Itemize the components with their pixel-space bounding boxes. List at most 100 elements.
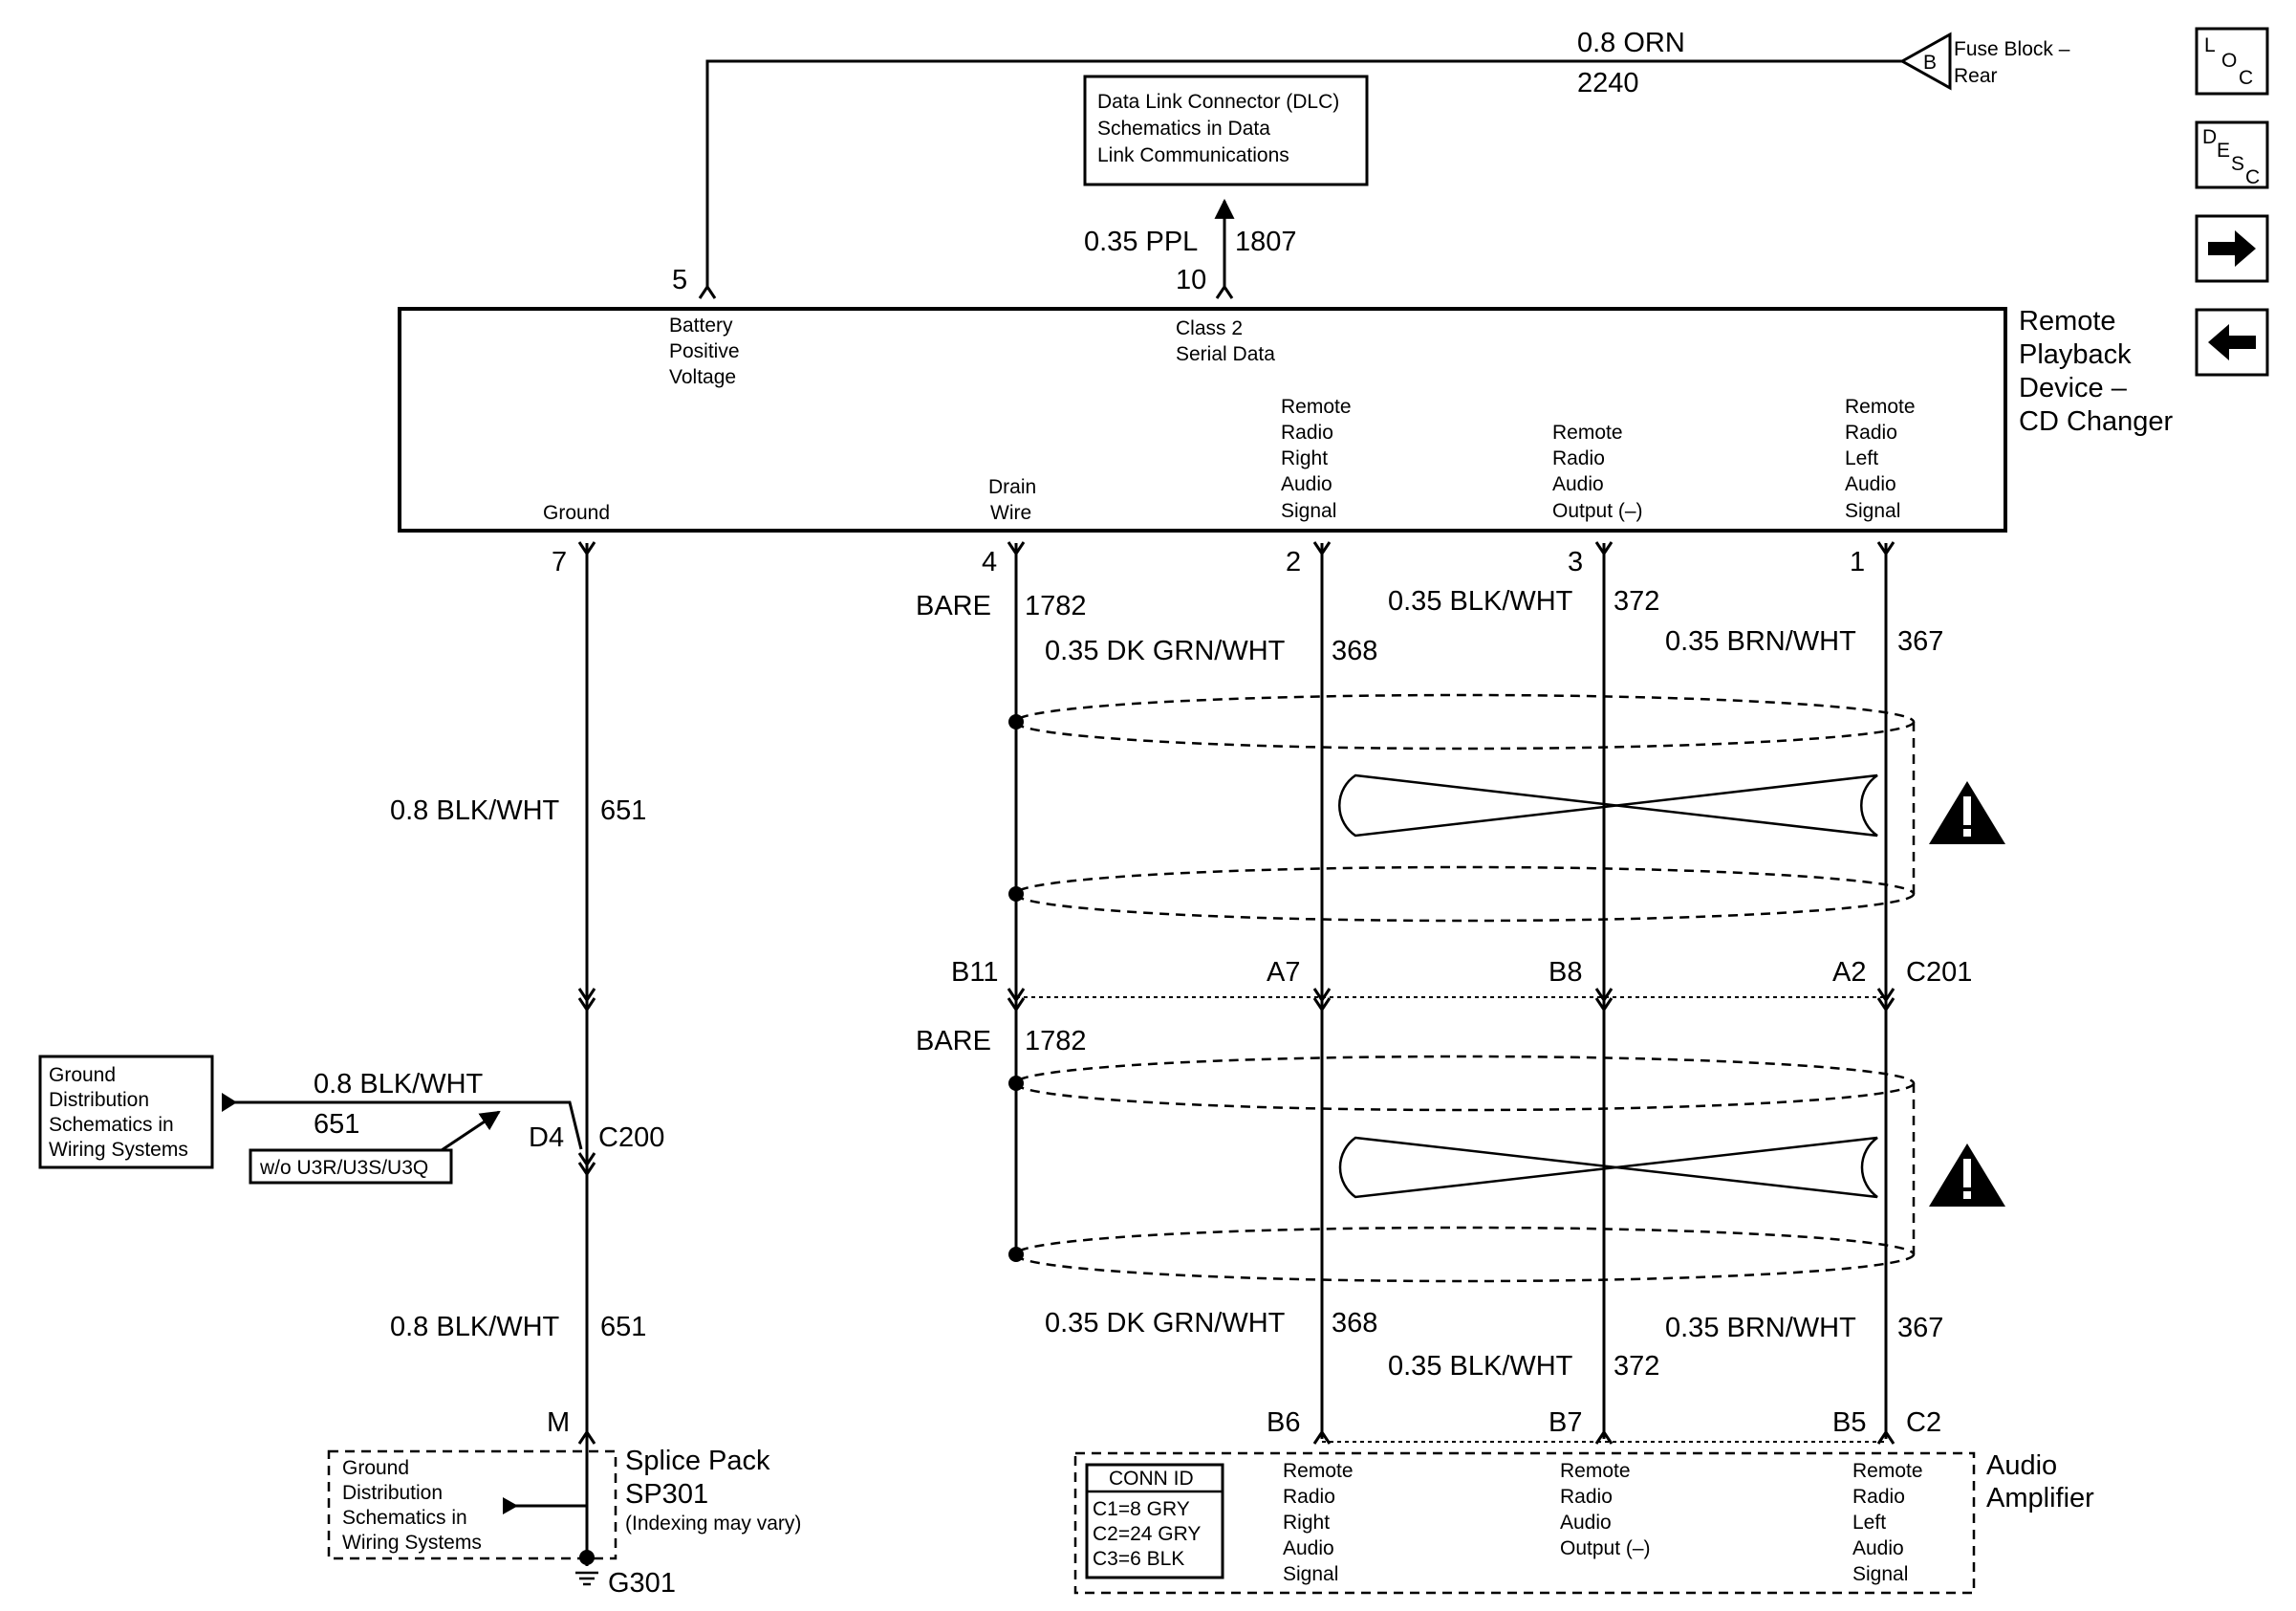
splice-ground-box-2: Distribution xyxy=(342,1482,443,1504)
class2-label-2: Serial Data xyxy=(1176,343,1275,365)
drain-label-2: Wire xyxy=(990,502,1031,524)
left-audio-label-4: Audio xyxy=(1845,473,1896,495)
c200-ground-box-3: Schematics in xyxy=(49,1114,174,1136)
desc-letter-d: D xyxy=(2202,126,2217,148)
right-audio-label-5: Signal xyxy=(1281,500,1336,522)
left-audio-label-2: Radio xyxy=(1845,422,1897,444)
c201-name: C201 xyxy=(1906,957,1972,988)
c200-ground-box-2: Distribution xyxy=(49,1089,149,1111)
fuse-block-label-1: Fuse Block – xyxy=(1954,38,2070,60)
c200-ground-box-4: Wiring Systems xyxy=(49,1139,188,1161)
amp-left-audio-2: Radio xyxy=(1852,1486,1905,1508)
arrow-left-icon xyxy=(2208,324,2256,360)
pin10-label: 10 xyxy=(1176,265,1206,295)
orn-circuit-label: 2240 xyxy=(1577,68,1639,98)
left-audio-label-1: Remote xyxy=(1845,396,1916,418)
splice-pin-m: M xyxy=(547,1407,570,1438)
arrow-right-icon xyxy=(2208,230,2256,267)
amp-right-audio-3: Right xyxy=(1283,1512,1330,1534)
c201-b11: B11 xyxy=(951,957,998,988)
lower-twisted-pair-shield xyxy=(1008,1055,1916,1283)
upper-grn-circuit: 368 xyxy=(1332,636,1377,666)
desc-button[interactable]: D E S C xyxy=(2195,120,2269,189)
amp-left-audio-4: Audio xyxy=(1852,1537,1904,1559)
ground-symbol-icon xyxy=(575,1571,598,1586)
option-arrow xyxy=(441,1110,501,1152)
pin10-connector-icon xyxy=(1215,284,1234,299)
amp-output-1: Remote xyxy=(1560,1460,1631,1482)
ground-wire-circuit: 651 xyxy=(600,795,646,826)
amp-output-3: Audio xyxy=(1560,1512,1612,1534)
pin3-label: 3 xyxy=(1568,547,1583,577)
conn-id-c1: C1=8 GRY xyxy=(1093,1498,1190,1520)
lower-bare-circuit: 1782 xyxy=(1025,1026,1087,1056)
loc-letter-c: C xyxy=(2239,67,2253,89)
ground-wire-label: 0.8 BLK/WHT xyxy=(390,795,560,826)
splice-arrow-icon xyxy=(503,1497,518,1514)
amp-left-audio-3: Left xyxy=(1852,1512,1886,1534)
splice-name: Splice Pack xyxy=(625,1446,770,1476)
left-audio-wire xyxy=(1876,541,1895,1445)
audio-output-label-2: Radio xyxy=(1552,447,1605,469)
orn-wire-label: 0.8 ORN xyxy=(1577,28,1685,58)
conn-id-box xyxy=(1085,1463,1224,1579)
amp-left-audio-5: Signal xyxy=(1852,1563,1908,1585)
c200-ground-box-1: Ground xyxy=(49,1064,116,1086)
loc-letter-o: O xyxy=(2221,50,2237,72)
lower-grn-label: 0.35 DK GRN/WHT xyxy=(1045,1308,1286,1339)
splice-ground-box-1: Ground xyxy=(342,1457,409,1479)
c200-branch-wire xyxy=(222,1100,583,1150)
dlc-label-2: Schematics in Data xyxy=(1097,118,1270,140)
amp-connector: C2 xyxy=(1906,1407,1941,1438)
lower-brn-circuit: 367 xyxy=(1897,1313,1943,1343)
amp-right-audio-5: Signal xyxy=(1283,1563,1338,1585)
right-audio-label-2: Radio xyxy=(1281,422,1333,444)
lower-bare-label: BARE xyxy=(916,1026,991,1056)
lower-blk-circuit: 372 xyxy=(1614,1351,1659,1382)
next-page-button[interactable] xyxy=(2195,214,2269,283)
right-audio-label-3: Right xyxy=(1281,447,1328,469)
audio-output-label-4: Output (–) xyxy=(1552,500,1643,522)
drain-label-1: Drain xyxy=(988,476,1036,498)
dlc-label-1: Data Link Connector (DLC) xyxy=(1097,91,1339,113)
fuse-block-label-2: Rear xyxy=(1954,65,1998,87)
conn-id-title: CONN ID xyxy=(1109,1468,1194,1490)
lower-warning-icon xyxy=(1929,1143,2005,1207)
c200-name: C200 xyxy=(598,1122,664,1153)
c201-b8: B8 xyxy=(1549,957,1582,988)
dlc-label-3: Link Communications xyxy=(1097,144,1289,166)
upper-warning-icon xyxy=(1929,781,2005,844)
pin2-label: 2 xyxy=(1286,547,1301,577)
cd-changer-title-2: Playback xyxy=(2019,339,2132,370)
upper-twisted-pair-shield xyxy=(1008,693,1916,923)
amp-output-2: Radio xyxy=(1560,1486,1613,1508)
amp-title-2: Amplifier xyxy=(1986,1483,2094,1513)
splice-ground-id: G301 xyxy=(608,1568,676,1599)
audio-output-label-1: Remote xyxy=(1552,422,1623,444)
previous-page-button[interactable] xyxy=(2195,308,2269,377)
c200-branch-circuit: 651 xyxy=(314,1109,359,1140)
left-audio-label-5: Signal xyxy=(1845,500,1900,522)
ground-pin-label: Ground xyxy=(543,502,610,524)
right-audio-wire xyxy=(1312,541,1332,1445)
amp-b7: B7 xyxy=(1549,1407,1582,1438)
amp-b6: B6 xyxy=(1267,1407,1300,1438)
loc-button[interactable]: L O C xyxy=(2195,27,2269,96)
dlc-box xyxy=(1083,75,1369,186)
cd-changer-box xyxy=(398,307,2007,533)
amp-output-4: Output (–) xyxy=(1560,1537,1651,1559)
loc-letter-l: L xyxy=(2204,34,2216,56)
amp-right-audio-2: Radio xyxy=(1283,1486,1335,1508)
desc-letter-c: C xyxy=(2245,166,2260,188)
pin4-label: 4 xyxy=(982,547,997,577)
battery-label-3: Voltage xyxy=(669,366,736,388)
upper-bare-circuit: 1782 xyxy=(1025,591,1087,621)
splice-ground-box-4: Wiring Systems xyxy=(342,1532,482,1554)
conn-id-c3: C3=6 BLK xyxy=(1093,1548,1184,1570)
amp-title-1: Audio xyxy=(1986,1450,2057,1481)
cd-changer-title-3: Device – xyxy=(2019,373,2128,403)
ppl-wire-label: 0.35 PPL xyxy=(1084,227,1198,257)
option-box xyxy=(249,1148,453,1185)
amp-b5: B5 xyxy=(1832,1407,1866,1438)
